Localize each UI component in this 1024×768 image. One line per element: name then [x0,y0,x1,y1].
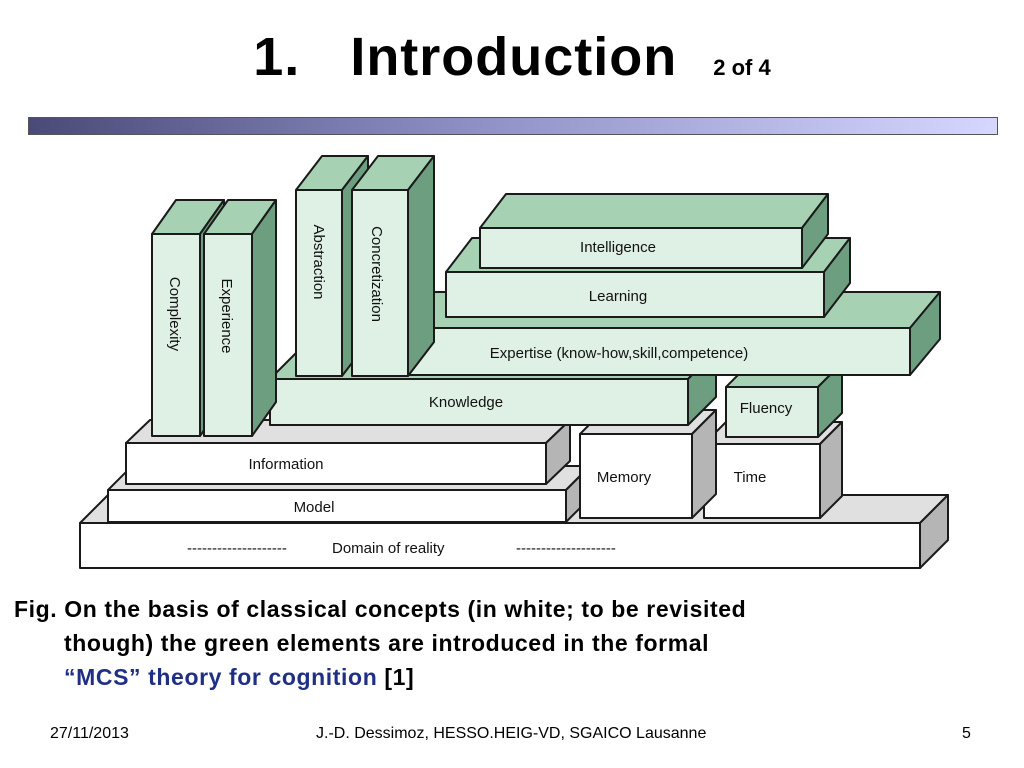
learning-label: Learning [589,288,647,305]
concept-stack-diagram: -------------------- Domain of reality -… [70,150,960,580]
block-concretization [351,155,435,377]
footer-author: J.-D. Dessimoz, HESSO.HEIG-VD, SGAICO La… [316,725,707,742]
footer-page-number: 5 [962,725,971,742]
experience-label: Experience [218,278,235,353]
title-subtitle: 2 of 4 [713,55,771,80]
intelligence-label: Intelligence [580,239,656,256]
caption-line-1: Fig. On the basis of classical concepts … [14,596,747,622]
complexity-label: Complexity [166,277,183,352]
information-label: Information [248,456,323,473]
domain-dashes-right: -------------------- [516,540,616,557]
slide-title: 1. Introduction 2 of 4 [0,26,1024,88]
domain-label: Domain of reality [332,540,445,557]
title-number: 1. [253,27,301,87]
fluency-label: Fluency [740,400,793,417]
caption-mcs: MCS [76,664,130,690]
block-information [125,419,571,485]
caption-line-2: though) the green elements are introduce… [64,630,710,656]
title-text: Introduction [350,27,678,87]
block-memory [579,409,717,519]
caption-theory: theory for cognition [148,664,378,690]
block-experience [203,199,277,437]
expertise-label: Expertise (know-how,skill,competence) [490,345,748,362]
caption-quote-open: “ [64,664,77,690]
memory-label: Memory [597,469,652,486]
caption-quote-close: ” [129,664,142,690]
title-gradient-bar [28,117,998,135]
block-intelligence [479,193,829,269]
footer-date: 27/11/2013 [50,725,129,742]
caption-line-3: “MCS” theory for cognition [1] [14,660,1009,694]
knowledge-label: Knowledge [429,394,503,411]
time-label: Time [734,469,767,486]
caption-reference: [1] [384,664,415,690]
model-label: Model [294,499,335,516]
concretization-label: Concretization [368,226,385,322]
figure-caption: Fig. On the basis of classical concepts … [14,592,1009,694]
abstraction-label: Abstraction [310,224,327,299]
domain-dashes-left: -------------------- [187,540,287,557]
